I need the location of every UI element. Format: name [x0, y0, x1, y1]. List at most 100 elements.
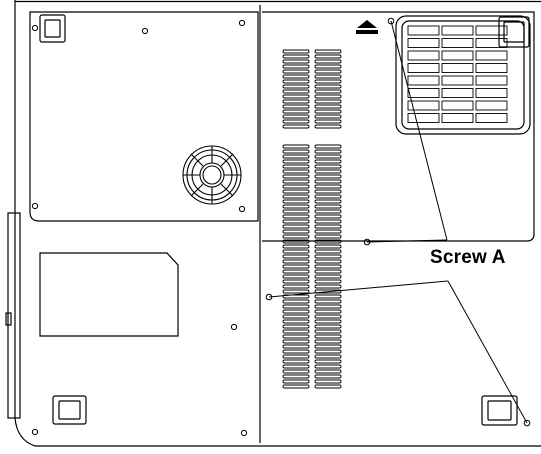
vent-slot [282, 214, 310, 219]
vent-slot [282, 329, 310, 334]
grille-cell [441, 50, 474, 61]
vent-slot [314, 374, 342, 379]
grille-cell [407, 88, 440, 98]
vent-slot [282, 169, 310, 174]
fan-cover-panel [29, 11, 259, 222]
vent-slot [314, 284, 342, 289]
vent-slot [314, 329, 342, 334]
vent-slot [314, 179, 342, 184]
grille-cell [441, 75, 474, 86]
vent-slot [282, 264, 310, 269]
vent-slot [282, 104, 310, 109]
vent-slot [282, 114, 310, 119]
vent-slot [314, 49, 342, 54]
vent-slot [314, 314, 342, 319]
vent-slot [282, 194, 310, 199]
vent-slot [314, 84, 342, 89]
vent-slot [282, 74, 310, 79]
grille-cell [475, 88, 508, 98]
vent-slot [314, 234, 342, 239]
vent-slot [314, 169, 342, 174]
vent-slot [314, 209, 342, 214]
vent-slot [282, 119, 310, 124]
vent-slot [314, 294, 342, 299]
vent-slot [282, 209, 310, 214]
vent-slot [282, 309, 310, 314]
vent-slot [282, 179, 310, 184]
vent-slot [314, 124, 342, 129]
vent-slot [282, 49, 310, 54]
screw [238, 19, 246, 27]
vent-slot [314, 204, 342, 209]
vent-slot [282, 164, 310, 169]
vent-slot [282, 364, 310, 369]
grille-cell [407, 50, 440, 61]
vent-slot [314, 109, 342, 114]
vent-slot [314, 299, 342, 304]
rubber-foot-inner [44, 19, 61, 38]
vent-slot [314, 334, 342, 339]
vent-slot [314, 69, 342, 74]
vent-slot [314, 219, 342, 224]
grille-cell [441, 38, 474, 48]
grille-cell [407, 38, 440, 48]
vent-slot [314, 159, 342, 164]
vent-slot [314, 224, 342, 229]
vent-slot [282, 374, 310, 379]
battery-latch [7, 212, 21, 419]
vent-slot [314, 339, 342, 344]
vent-slot [314, 184, 342, 189]
vent-slot [282, 124, 310, 129]
eject-icon [356, 20, 378, 34]
grille-cell [441, 63, 474, 73]
vent-slot [282, 274, 310, 279]
vent-slot [282, 349, 310, 354]
vent-slot [314, 324, 342, 329]
vent-slot [282, 284, 310, 289]
vent-slot [314, 384, 342, 389]
case-outline [14, 0, 541, 447]
screw [230, 323, 238, 331]
grille-cell [407, 113, 440, 123]
vent-slot [314, 379, 342, 384]
vent-slots [282, 49, 342, 389]
vent-slot [314, 349, 342, 354]
grille-cell [475, 113, 508, 123]
vent-slot [282, 89, 310, 94]
vent-slot [314, 249, 342, 254]
vent-slot [282, 289, 310, 294]
screw [31, 202, 39, 210]
rubber-foot [498, 16, 530, 48]
screw-a [523, 419, 531, 427]
vent-slot [314, 304, 342, 309]
vent-slot [314, 274, 342, 279]
vent-slot [282, 94, 310, 99]
vent-slot [282, 344, 310, 349]
vent-slot [314, 229, 342, 234]
vent-slot [314, 199, 342, 204]
vent-slot [314, 269, 342, 274]
vent-slot [314, 174, 342, 179]
vent-slot [282, 324, 310, 329]
grille-cell [441, 113, 474, 123]
grille-cell [407, 25, 440, 36]
vent-slot [314, 94, 342, 99]
grille-cell [441, 25, 474, 36]
vent-slot [314, 74, 342, 79]
vent-slot [282, 184, 310, 189]
vent-slot [282, 159, 310, 164]
vent-slot [314, 364, 342, 369]
vent-slot [282, 244, 310, 249]
vent-slot [282, 249, 310, 254]
screw-a [387, 17, 395, 25]
vent-slot [282, 334, 310, 339]
vent-slot [282, 219, 310, 224]
screw-a-callout: Screw A [430, 247, 506, 268]
grille-cell [475, 25, 508, 36]
vent-slot [314, 319, 342, 324]
vent-slot [314, 189, 342, 194]
vent-slot [282, 314, 310, 319]
vent-slot [282, 64, 310, 69]
vent-slot [314, 244, 342, 249]
hdd-label-panel [39, 252, 179, 337]
